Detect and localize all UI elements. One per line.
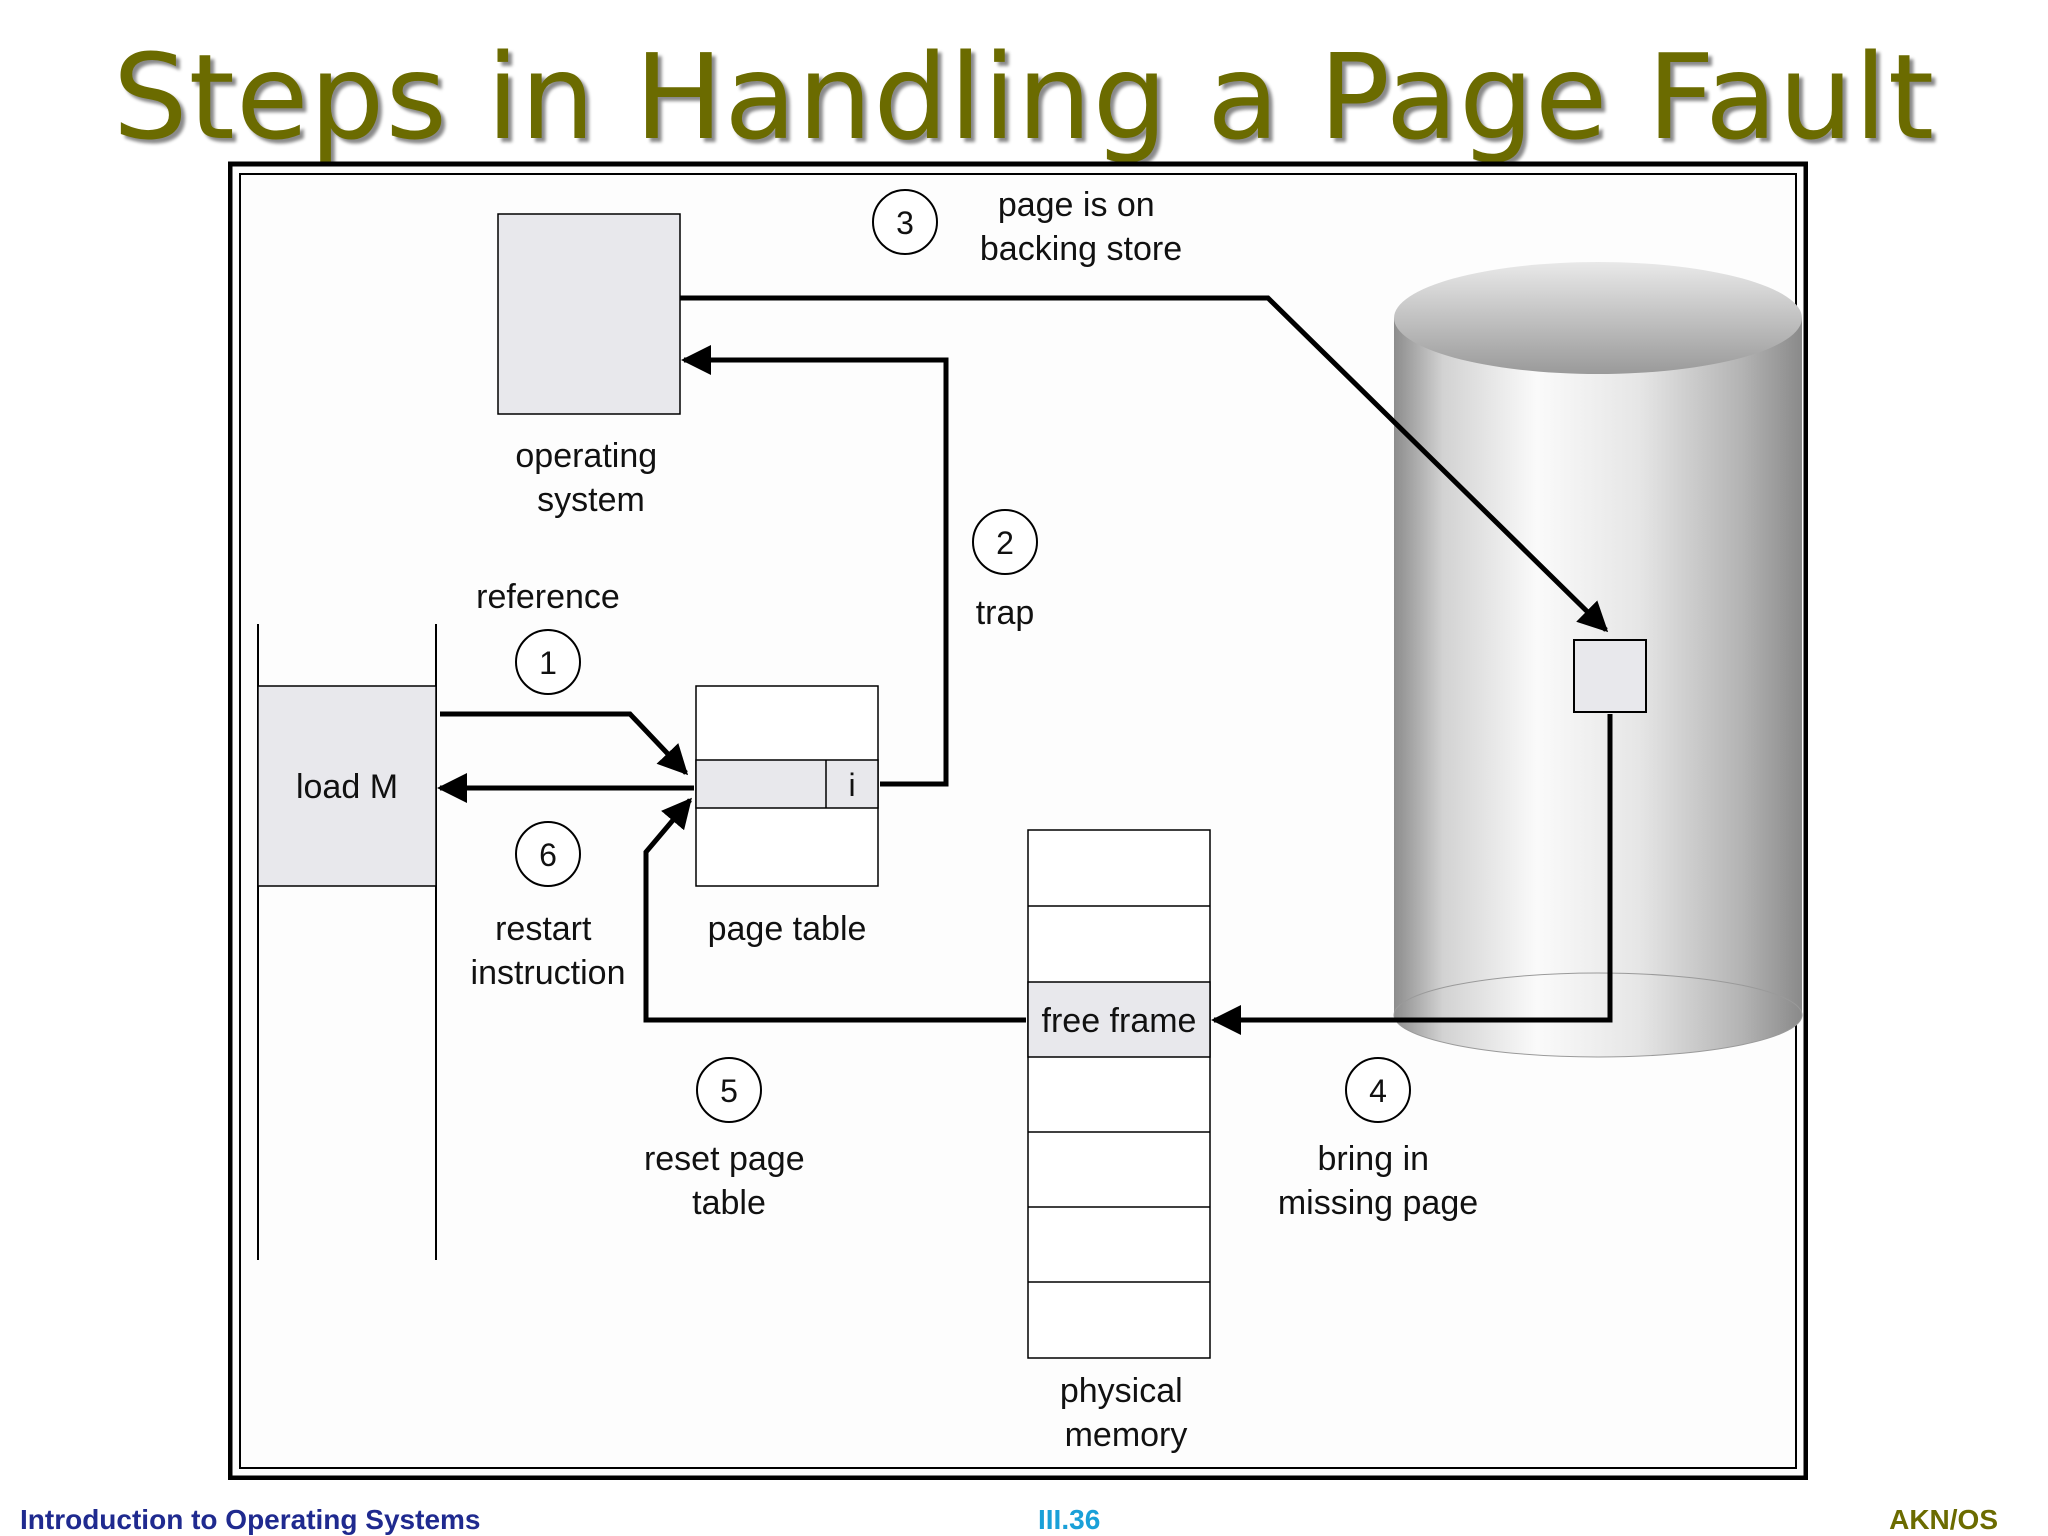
step-1-number: 1 bbox=[539, 645, 557, 681]
arrow-reset-page-table bbox=[643, 797, 1026, 1023]
step-5-number: 5 bbox=[720, 1073, 738, 1109]
physical-memory-label: physical memory bbox=[1060, 1372, 1192, 1454]
arrow-reference bbox=[440, 711, 689, 776]
step-6-number: 6 bbox=[539, 837, 557, 873]
footer-slide-number: III.36 bbox=[1038, 1504, 1101, 1535]
load-instruction-label: load M bbox=[296, 768, 398, 806]
step-5-marker bbox=[696, 1057, 762, 1123]
page-fault-diagram: load M operating system i page table fre… bbox=[228, 161, 1808, 1480]
load-instruction-box bbox=[257, 685, 437, 887]
step-6-label: restart instruction bbox=[471, 910, 626, 992]
step-5-label: reset page table bbox=[644, 1140, 814, 1222]
page-table-label: page table bbox=[708, 910, 867, 948]
step-3-label: page is on backing store bbox=[980, 186, 1182, 268]
slide-title: Steps in Handling a Page Fault bbox=[112, 28, 1936, 166]
step-2-marker bbox=[972, 509, 1038, 575]
arrow-trap bbox=[681, 345, 949, 787]
step-4-marker bbox=[1345, 1057, 1411, 1123]
step-4-number: 4 bbox=[1369, 1073, 1387, 1109]
step-2-number: 2 bbox=[996, 525, 1014, 561]
free-frame-label: free frame bbox=[1042, 1002, 1197, 1040]
footer-author: AKN/OS bbox=[1889, 1504, 1998, 1535]
arrow-bring-in-page bbox=[1211, 714, 1613, 1035]
invalid-bit: i bbox=[848, 767, 855, 803]
operating-system-label: operating system bbox=[515, 437, 666, 519]
step-4-label: bring in missing page bbox=[1278, 1140, 1478, 1222]
page-on-disk bbox=[1573, 639, 1647, 713]
arrow-backing-store bbox=[680, 295, 1609, 633]
free-frame bbox=[1027, 981, 1211, 1058]
step-6-marker bbox=[515, 821, 581, 887]
footer-course-title: Introduction to Operating Systems bbox=[20, 1504, 481, 1535]
page-table-entry bbox=[695, 759, 879, 809]
step-1-marker bbox=[515, 629, 581, 695]
step-1-label: reference bbox=[476, 578, 620, 616]
physical-memory bbox=[1027, 829, 1211, 1359]
step-3-number: 3 bbox=[896, 205, 914, 241]
operating-system-box bbox=[497, 213, 681, 415]
step-3-marker bbox=[872, 189, 938, 255]
step-2-label: trap bbox=[976, 594, 1035, 632]
